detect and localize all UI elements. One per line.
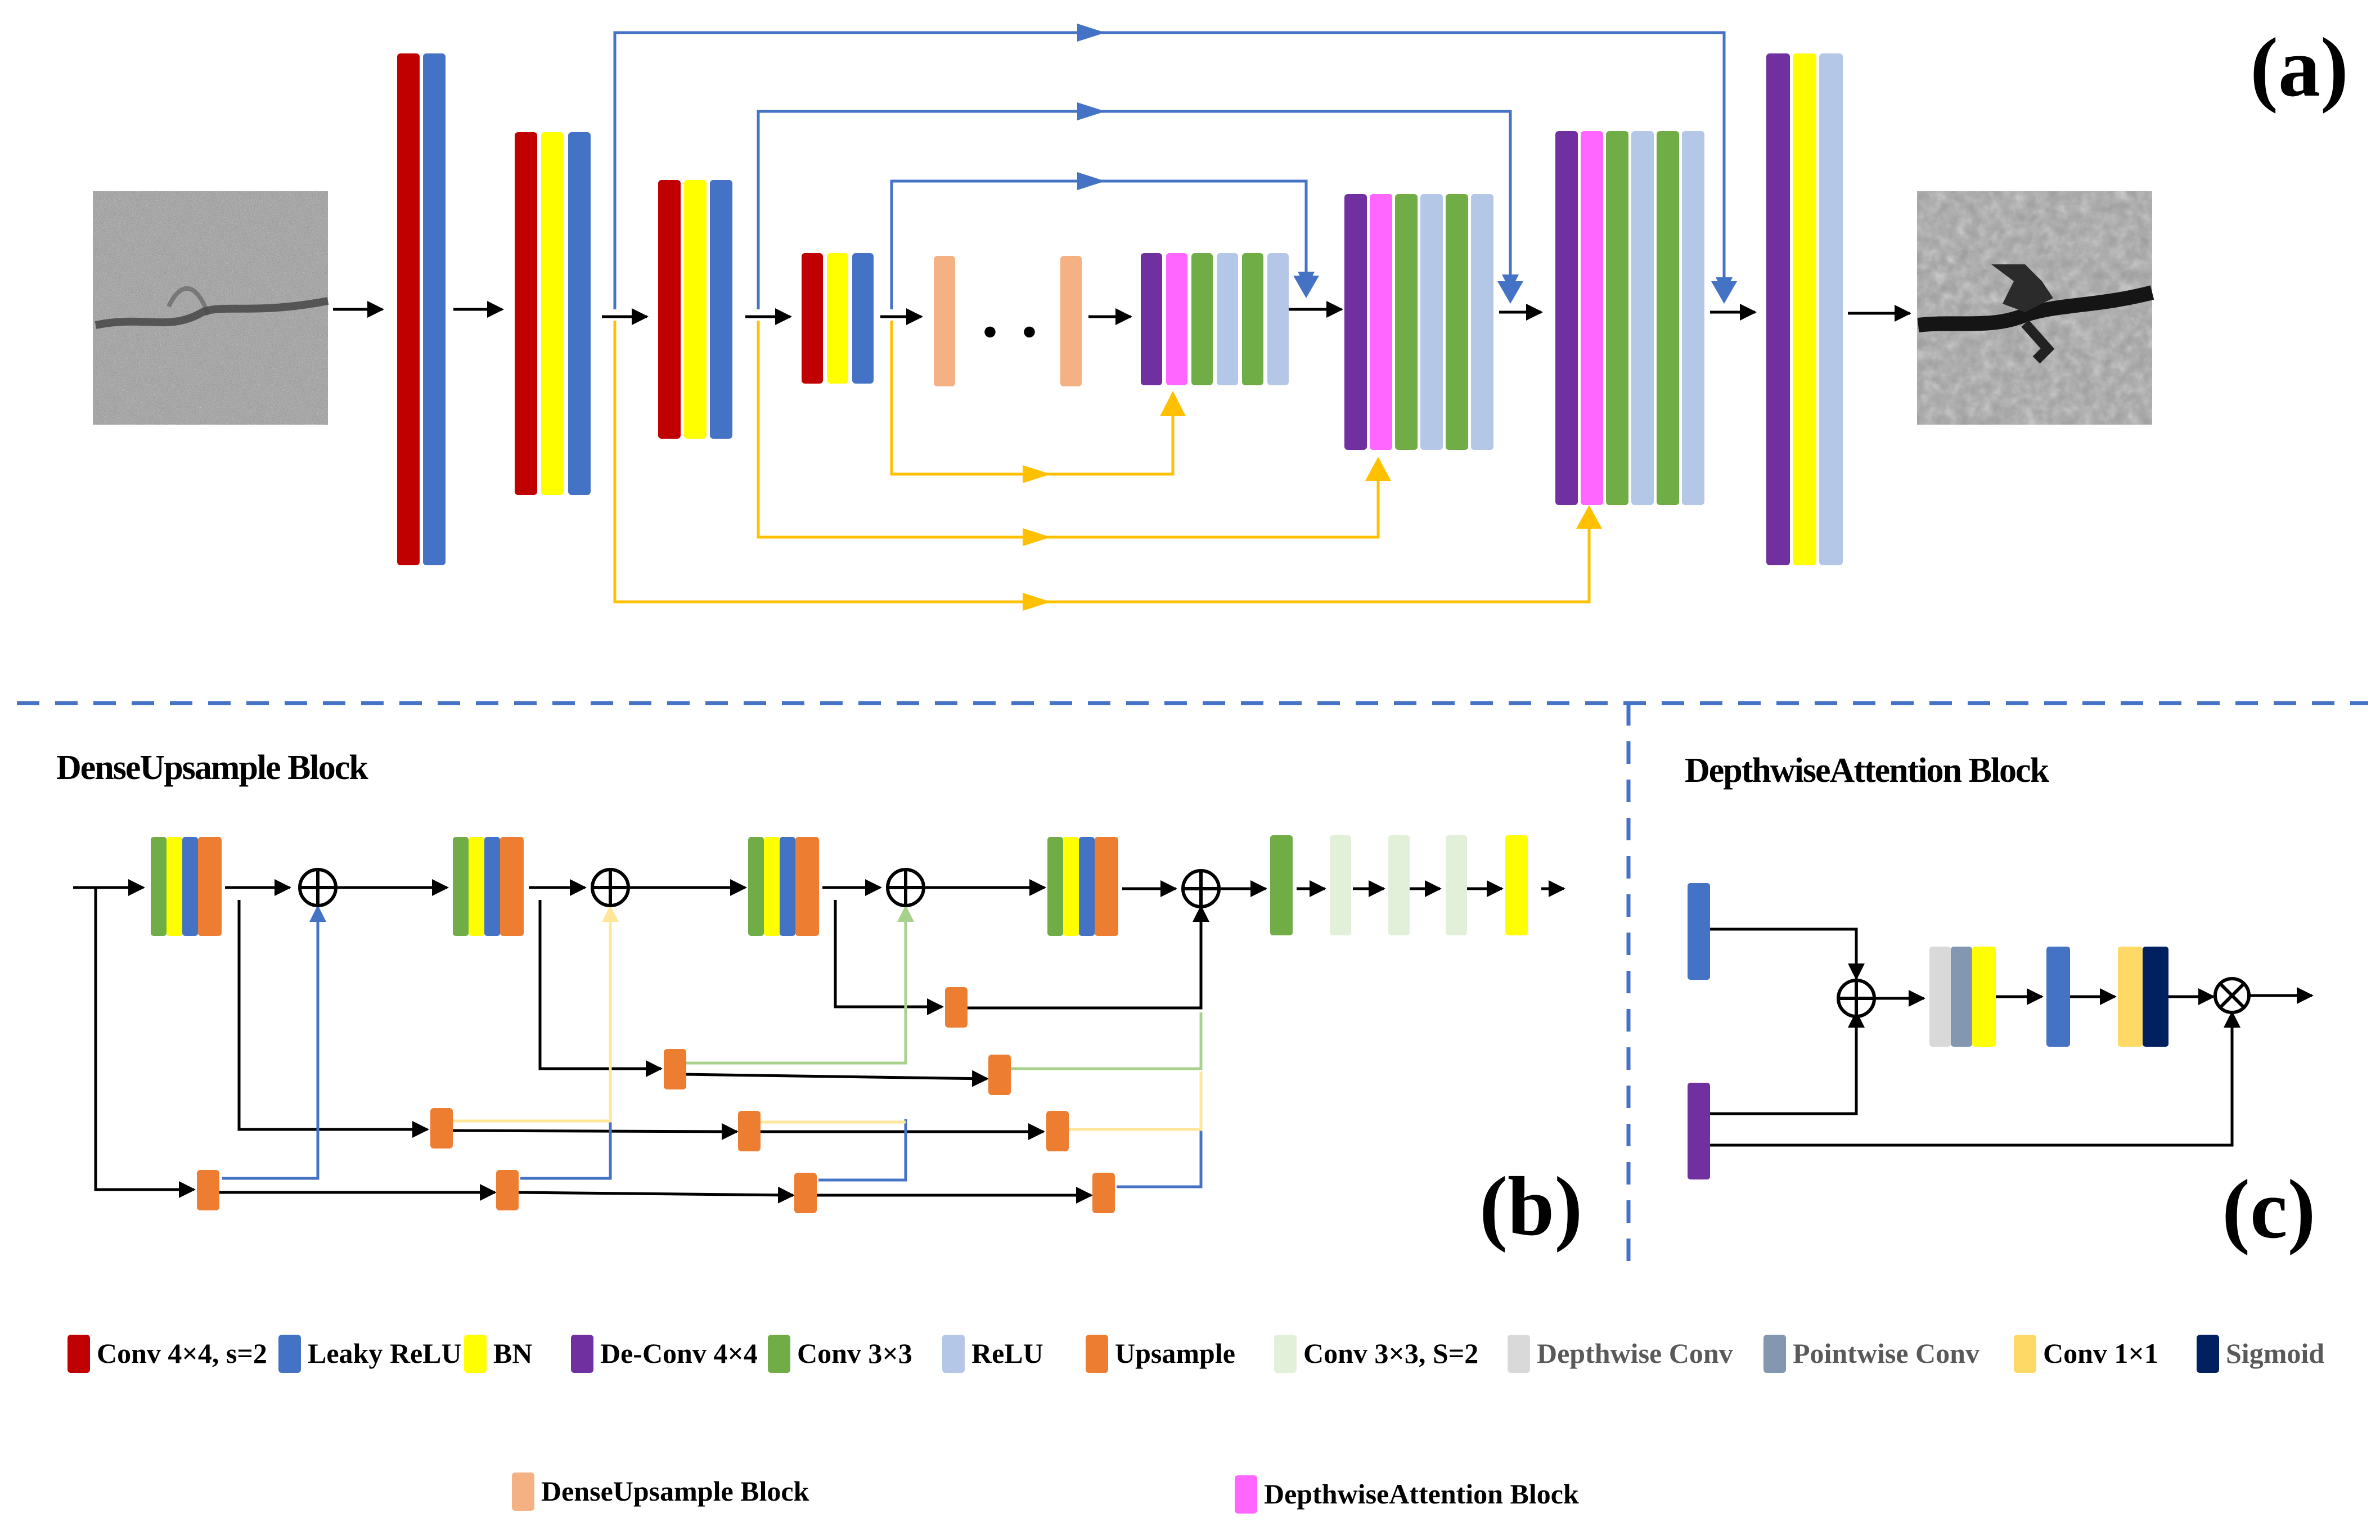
legend-swatch-dub: [512, 1473, 534, 1511]
panel-b-green-lines: [683, 905, 1203, 1070]
depthwise-pointwise-group: [1929, 947, 1996, 1047]
legend-swatch-conv3: [768, 1335, 790, 1373]
encoder-block-3: [658, 180, 732, 439]
dense-conv-group-1: [151, 837, 222, 936]
panel-c-relu-block: [2046, 947, 2070, 1047]
legend-label-relu: ReLU: [971, 1338, 1043, 1369]
panel-a-tag: (a): [2250, 21, 2348, 114]
panel-c-input-bottom: [1688, 1083, 1710, 1179]
legend-label-dwconv: Depthwise Conv: [1537, 1338, 1733, 1369]
panel-c-input-top: [1688, 883, 1710, 980]
legend-label-conv1: Conv 1×1: [2043, 1338, 2158, 1369]
output-layers: [1270, 835, 1528, 935]
panel-a: (a): [93, 21, 2348, 611]
legend-label-sigmoid: Sigmoid: [2226, 1338, 2324, 1369]
legend-swatch-lrelu: [278, 1335, 301, 1373]
panel-b: DenseUpsample Block (b): [56, 749, 1582, 1253]
panel-c-multiply-node: [2213, 977, 2251, 1014]
legend-label-pwconv: Pointwise Conv: [1793, 1338, 1979, 1369]
blue-skip-connections: [613, 24, 1737, 309]
legend-swatch-dab: [1235, 1475, 1257, 1514]
legend-swatch-sigmoid: [2197, 1335, 2219, 1373]
panel-c-tag: (c): [2222, 1163, 2315, 1256]
panel-c-title: DepthwiseAttention Block: [1685, 751, 2050, 790]
encoder-block-4: [802, 253, 874, 384]
legend-label-dab: DepthwiseAttention Block: [1264, 1478, 1579, 1510]
legend-label-conv3s2: Conv 3×3, S=2: [1303, 1338, 1478, 1369]
sum-nodes: [298, 868, 1221, 908]
yellow-skip-connections: [613, 321, 1602, 611]
decoder-block-3: [1555, 131, 1704, 505]
panel-b-black-lines: [73, 879, 1565, 1204]
panel-b-blue-lines: [222, 905, 1203, 1188]
panel-b-title: DenseUpsample Block: [56, 749, 368, 787]
legend: Conv 4×4, s=2 Leaky ReLU BN De-Conv 4×4 Conv…: [68, 1335, 2324, 1514]
panel-c: DepthwiseAttention Block (c): [1685, 751, 2315, 1256]
main-path-arrows: [333, 301, 1911, 325]
panel-b-tag: (b): [1479, 1160, 1582, 1253]
sum-node-4: [1181, 869, 1221, 908]
panel-c-lines: [1710, 927, 2314, 1147]
panel-dividers: [17, 701, 2368, 1271]
decoder-block-2: [1344, 194, 1493, 450]
legend-label-conv4: Conv 4×4, s=2: [97, 1338, 267, 1369]
input-image: [93, 191, 329, 425]
decoder-block-1: [1141, 253, 1289, 385]
legend-swatch-conv3s2: [1274, 1335, 1297, 1373]
legend-swatch-dwconv: [1508, 1335, 1530, 1373]
sum-node-3: [886, 868, 925, 907]
output-block: [1766, 53, 1843, 565]
legend-swatch-pwconv: [1763, 1335, 1786, 1373]
legend-label-dub: DenseUpsample Block: [541, 1475, 809, 1507]
conv1-sigmoid-group: [2118, 947, 2168, 1047]
upsample-nodes: [197, 987, 1115, 1213]
legend-swatch-conv1: [2014, 1335, 2036, 1373]
dense-conv-group-2: [453, 837, 524, 936]
legend-label-lrelu: Leaky ReLU: [308, 1338, 462, 1369]
dense-upsample-blocks: · · ·: [934, 256, 1082, 386]
output-image: [1917, 191, 2154, 425]
legend-swatch-conv4: [68, 1335, 90, 1373]
legend-label-conv3: Conv 3×3: [797, 1338, 912, 1369]
panel-b-cream-lines: [450, 905, 1203, 1131]
encoder-block-1: [397, 53, 446, 565]
sum-node-1: [298, 868, 338, 907]
legend-swatch-relu: [942, 1335, 965, 1373]
dense-conv-group-4: [1047, 837, 1118, 936]
legend-swatch-deconv: [571, 1335, 593, 1373]
legend-swatch-upsample: [1086, 1335, 1108, 1373]
encoder-block-2: [515, 132, 591, 495]
sum-node-2: [591, 868, 630, 907]
dense-conv-group-3: [748, 837, 819, 936]
legend-label-bn: BN: [493, 1338, 532, 1369]
legend-label-deconv: De-Conv 4×4: [600, 1338, 758, 1369]
panel-c-sum-node: [1837, 979, 1876, 1018]
legend-label-upsample: Upsample: [1115, 1338, 1235, 1369]
legend-swatch-bn: [464, 1335, 487, 1373]
